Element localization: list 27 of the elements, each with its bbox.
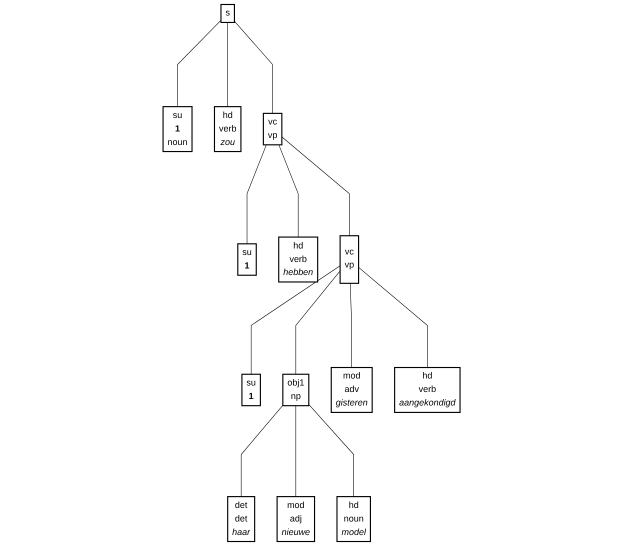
node-box: su 1 [241,374,261,406]
node-box: vc vp [339,235,360,284]
node-box: hd noun model [336,496,371,542]
connector [282,136,350,236]
node-box: hd verb zou [214,106,242,152]
node-box: s [220,4,235,24]
node-box: su 1 [237,243,257,276]
connector [234,20,273,114]
connector [227,22,228,107]
node-box: hd verb aangekondigd [394,366,461,413]
node-box: hd verb hebben [278,236,318,283]
node-box: det det haar [227,496,256,542]
node-box: mod adv gisteren [330,366,373,413]
node-box: obj1 np [282,374,310,406]
connector [278,144,298,238]
connector [350,283,352,368]
node-box: vc vp [262,112,282,146]
connector [240,405,284,497]
connector [358,267,428,368]
connector [177,20,222,107]
connector [250,265,340,375]
connector [295,405,296,497]
connector [308,404,354,497]
node-box: mod adj nieuwe [276,496,316,542]
node-box: su 1 noun [162,106,193,152]
connector [295,270,340,375]
connector [246,144,267,244]
